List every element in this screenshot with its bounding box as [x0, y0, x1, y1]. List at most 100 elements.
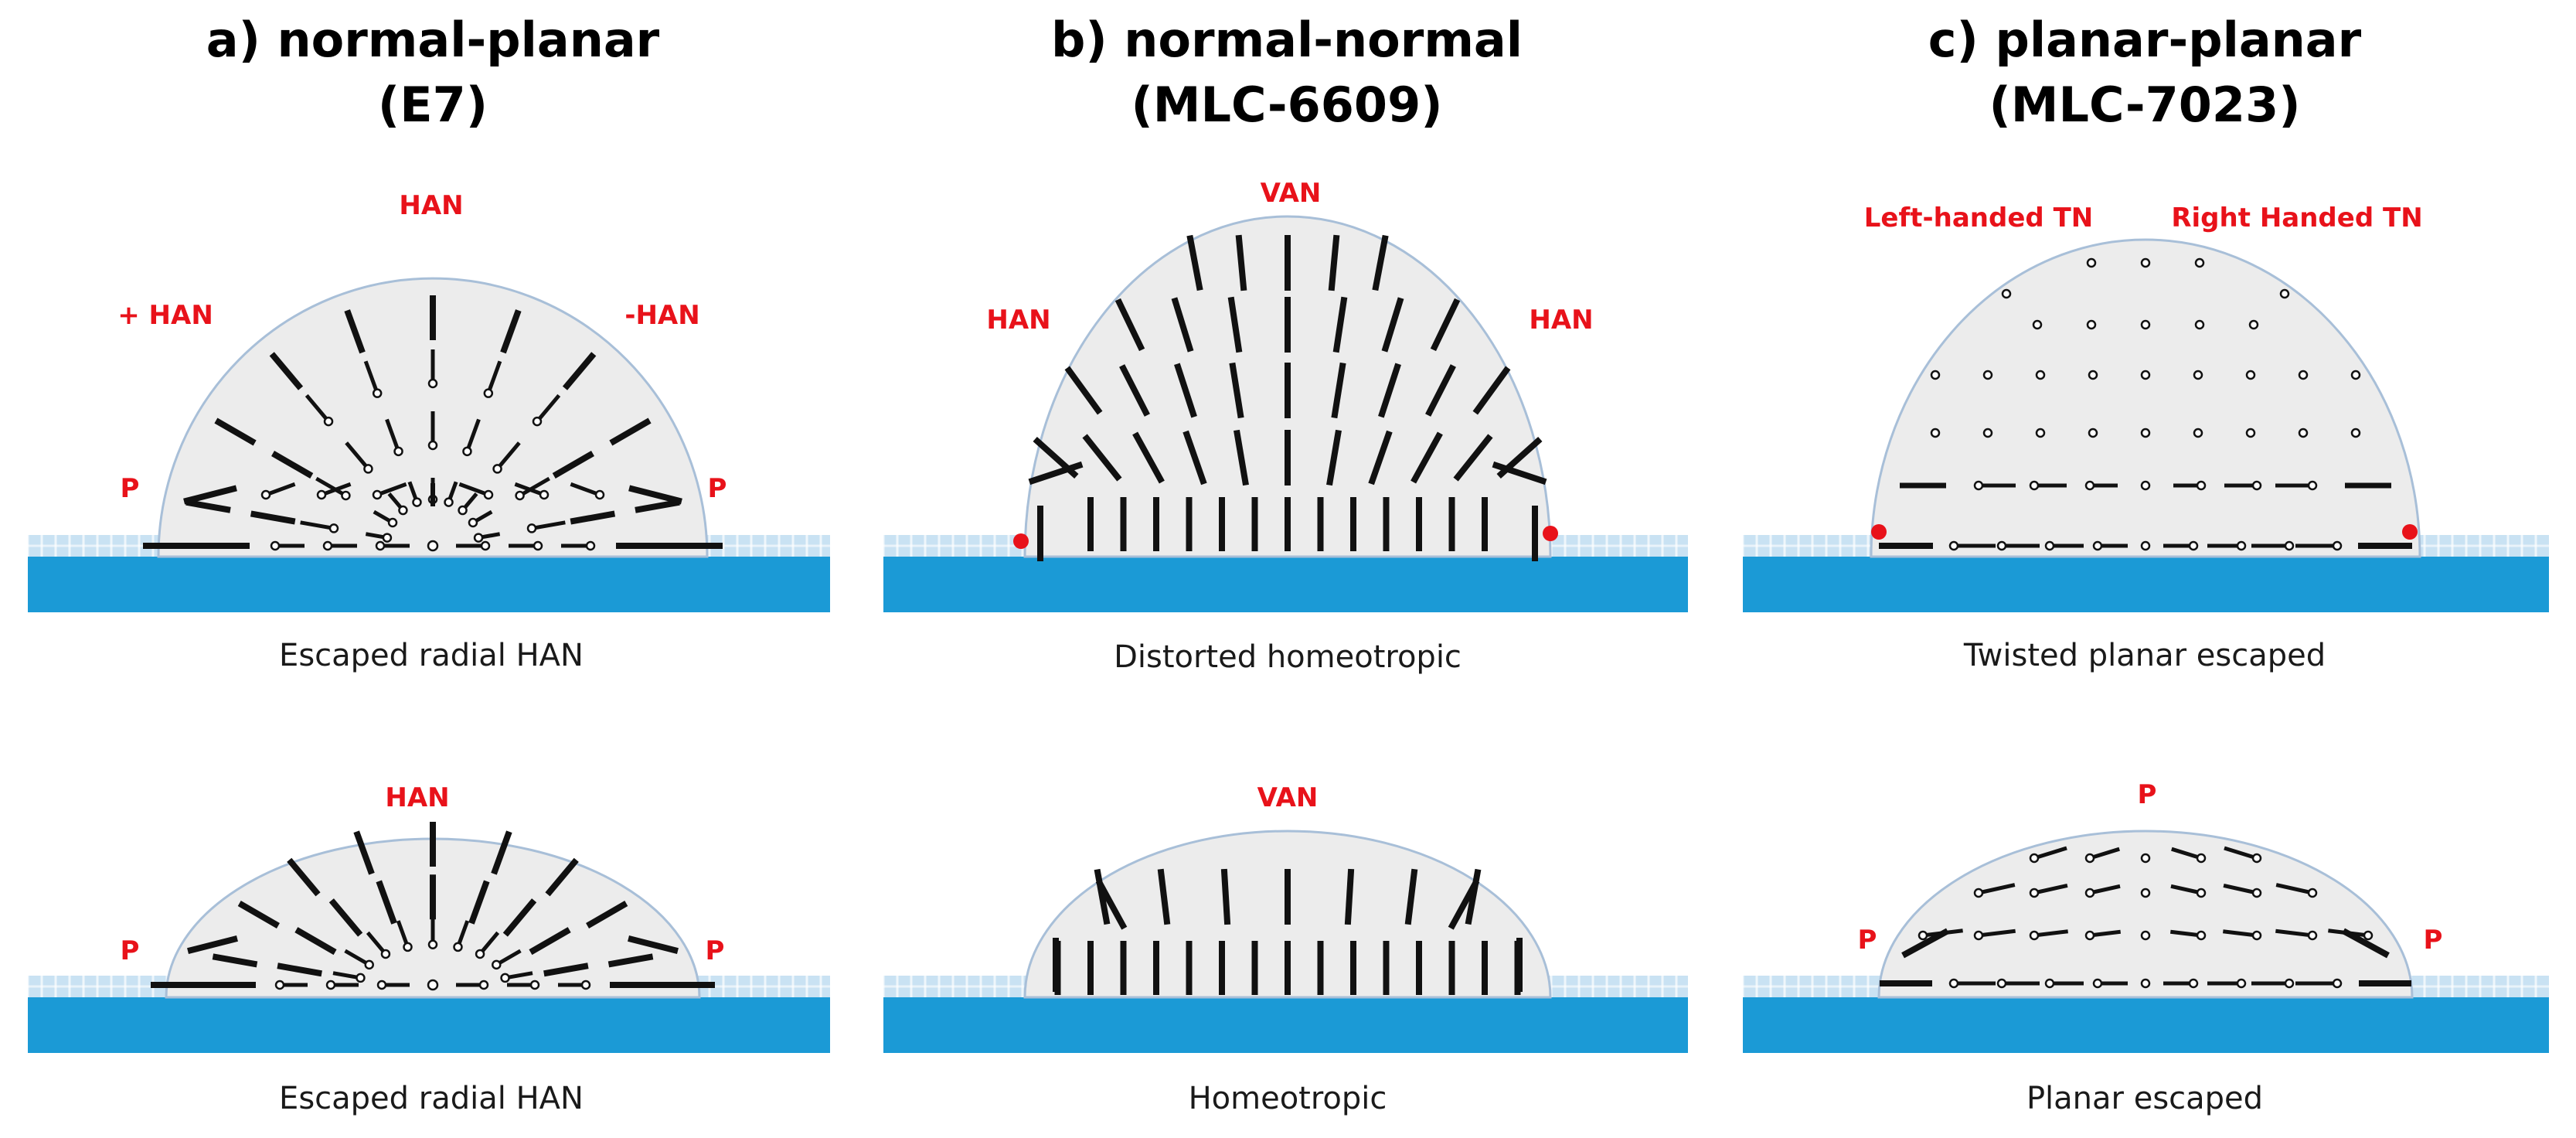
label-b-top-han-left: HAN: [986, 305, 1051, 336]
director-rod: [1234, 429, 1249, 486]
column-title-c-line1: c) planar-planar: [1928, 12, 2362, 68]
column-title-a-line1: a) normal-planar: [206, 12, 660, 68]
director-nail-head: [427, 378, 438, 389]
director-dot: [2140, 428, 2151, 438]
director-dot: [1930, 370, 1941, 380]
director-nail-head: [356, 973, 366, 983]
director-nail: [570, 482, 601, 497]
director-rod: [500, 309, 522, 354]
director-rod: [607, 953, 654, 968]
director-nail: [2169, 929, 2202, 938]
director-rod: [344, 309, 366, 354]
substrate: [883, 997, 1688, 1053]
director-nail-head: [2196, 480, 2207, 491]
defect-point: [1013, 533, 1029, 549]
director-nail-head: [1996, 540, 2007, 551]
director-nail-head: [2307, 888, 2318, 898]
label-a-bottom-p-left: P: [120, 935, 140, 966]
director-nail-head: [341, 490, 351, 501]
director-nail-head: [2251, 888, 2262, 898]
director-nail-head: [492, 959, 502, 970]
director-rod: [562, 352, 597, 390]
director-nail-head: [427, 440, 438, 451]
director-rod: [545, 857, 579, 897]
director-nail-head: [462, 446, 472, 457]
director-nail-head: [2092, 978, 2103, 989]
director-rod: [376, 880, 397, 925]
director-nail-head: [453, 942, 463, 952]
director-dot: [2140, 370, 2151, 380]
director-rod: [1425, 364, 1456, 417]
director-nail: [305, 394, 330, 423]
director-nail-head: [2363, 930, 2374, 941]
director-nail-head: [2188, 978, 2199, 989]
director-rod: [1372, 234, 1389, 291]
director-nail-head: [2332, 540, 2343, 551]
director-nail-head: [2284, 978, 2295, 989]
director-rod: [628, 485, 682, 505]
director-nail: [2223, 883, 2258, 895]
director-rod: [237, 901, 280, 928]
director-nail-head: [475, 949, 485, 959]
director-rod: [328, 898, 363, 937]
director-nail-head: [2188, 540, 2199, 551]
director-rod: [1326, 429, 1342, 486]
substrate: [28, 997, 830, 1053]
director-dot: [2140, 257, 2151, 268]
label-c-bottom-p-top: P: [2137, 779, 2157, 810]
director-rod: [502, 898, 537, 937]
director-dot: [2088, 428, 2098, 438]
label-a-bottom-p-right: P: [705, 935, 725, 966]
director-nail-head: [526, 523, 537, 533]
director-rod: [1465, 868, 1482, 925]
director-nail-head: [2029, 853, 2040, 864]
director-nail: [265, 482, 296, 497]
director-nail-head: [376, 980, 387, 990]
director-nail-head: [323, 416, 334, 427]
director-rod: [1114, 298, 1145, 352]
director-nail-head: [1973, 930, 1984, 941]
director-nail: [2089, 847, 2120, 860]
defect-point: [1871, 524, 1887, 540]
director-dot: [2298, 428, 2309, 438]
director-dot: [2035, 428, 2046, 438]
director-dot: [2140, 978, 2151, 989]
director-nail: [2171, 847, 2202, 860]
director-nail-head: [274, 980, 285, 990]
director-nail-head: [2236, 978, 2247, 989]
substrate: [1743, 557, 2549, 612]
label-b-bottom-van: VAN: [1257, 782, 1319, 813]
director-nail-head: [468, 517, 478, 528]
director-rod: [1381, 297, 1404, 353]
director-nail-head: [2029, 480, 2040, 491]
director-rod: [212, 953, 258, 968]
director-nail-head: [1973, 888, 1984, 898]
column-title-c: c) planar-planar (MLC-7023): [1758, 8, 2531, 138]
director-rod: [609, 417, 652, 446]
director-nail-head: [260, 489, 271, 500]
director-rod: [1119, 364, 1150, 417]
director-rod: [214, 417, 257, 446]
director-nail-head: [1918, 930, 1928, 941]
director-rod: [1220, 868, 1231, 925]
director-rod: [529, 927, 571, 956]
director-nail-head: [427, 939, 438, 949]
director-nail-head: [372, 489, 383, 500]
director-nail: [345, 441, 370, 471]
director-dot: [2279, 288, 2290, 299]
director-rod: [2342, 928, 2390, 959]
director-dot: [2350, 370, 2361, 380]
director-nail-head: [2307, 480, 2318, 491]
director-nail: [2089, 929, 2122, 938]
director-nail-head: [2084, 930, 2095, 941]
director-rod: [1901, 928, 1949, 959]
director-nail-head: [270, 540, 281, 551]
director-nail: [2089, 884, 2121, 895]
label-a-top-plus-han: + HAN: [117, 300, 213, 331]
director-nail-head: [316, 489, 327, 500]
director-nail-head: [328, 523, 339, 533]
director-nail-head: [478, 980, 489, 990]
